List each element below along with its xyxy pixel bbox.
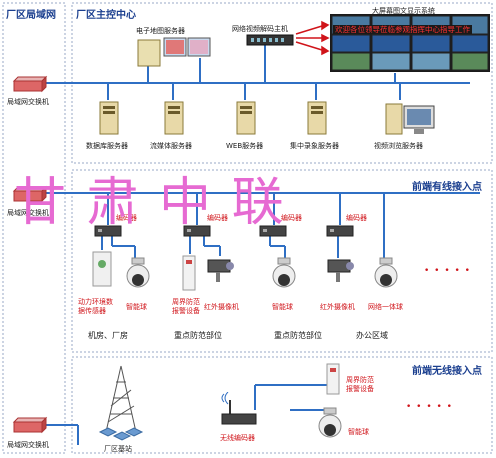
encoder-label-2: 编码器 — [281, 214, 302, 222]
switch-icon — [12, 185, 48, 203]
wall-text: 欢迎各位领导莅临参观指挥中心指导工作 — [333, 25, 472, 34]
device-label-1: 智能球 — [126, 303, 147, 311]
server-label-2: WEB服务器 — [226, 142, 264, 150]
wireless-title: 前端无线接入点 — [412, 366, 482, 377]
ir-camera-icon — [327, 259, 354, 282]
device-label-4: 智能球 — [272, 303, 293, 311]
network-lines — [30, 44, 480, 445]
switch-icon — [12, 75, 48, 93]
device-label-2: 周界防范 报警设备 — [172, 298, 200, 315]
media-server-icon — [164, 101, 184, 135]
encoder-icon — [94, 225, 122, 237]
env-sensor-icon — [92, 251, 112, 287]
wireless-dome-icon — [318, 407, 342, 438]
lan-title: 厂区局域网 — [6, 10, 56, 21]
ellipsis-wireless: • • • • • — [406, 402, 453, 412]
device-label-3: 红外摄像机 — [204, 303, 239, 311]
encoder-icon — [326, 225, 354, 237]
center-title: 厂区主控中心 — [76, 10, 136, 21]
device-label-6: 网络一体球 — [368, 303, 403, 311]
map-server-label: 电子地图服务器 — [136, 27, 185, 35]
wireless-alarm-icon — [326, 363, 340, 395]
zone-label-1: 重点防范部位 — [174, 331, 222, 340]
decoder-label: 网络视频解码主机 — [232, 25, 288, 33]
encoder-label-1: 编码器 — [207, 214, 228, 222]
decoder-icon — [246, 34, 294, 46]
network-dome-icon — [374, 257, 398, 288]
video-browse-server-icon — [385, 103, 435, 135]
zone-label-2: 重点防范部位 — [274, 331, 322, 340]
alarm-device-icon — [182, 255, 196, 291]
switch-icon — [12, 416, 48, 434]
database-server-icon — [99, 101, 119, 135]
wireless-encoder-label: 无线编码器 — [220, 434, 255, 442]
server-label-0: 数据库服务器 — [86, 142, 128, 150]
wired-title: 前端有线接入点 — [412, 182, 482, 193]
encoder-label-0: 编码器 — [116, 214, 137, 222]
wall-arrows — [295, 20, 330, 56]
device-label-0: 动力环境数 据传感器 — [78, 298, 113, 315]
wireless-dome-label: 智能球 — [348, 428, 369, 436]
server-label-3: 集中录象服务器 — [290, 142, 339, 150]
base-station-icon — [98, 365, 144, 441]
encoder-icon — [183, 225, 211, 237]
zone-label-3: 办公区域 — [356, 331, 388, 340]
base-station-label: 厂区基站 — [104, 445, 132, 453]
wall-title: 大屏幕图文显示系统 — [372, 7, 435, 15]
zone-label-0: 机房、厂房 — [88, 331, 128, 340]
device-label-5: 红外摄像机 — [320, 303, 355, 311]
wireless-encoder-icon — [221, 392, 257, 425]
watermark-text: 甘 肃 中 联 — [14, 173, 286, 233]
video-wall-icon — [330, 14, 490, 72]
dome-camera-icon — [272, 257, 296, 288]
encoder-label-3: 编码器 — [346, 214, 367, 222]
encoder-icon — [259, 225, 287, 237]
server-label-1: 流媒体服务器 — [150, 142, 192, 150]
record-server-icon — [307, 101, 327, 135]
switch-label-3: 局域网交换机 — [7, 441, 49, 449]
dome-camera-icon — [126, 257, 150, 288]
web-server-icon — [236, 101, 256, 135]
server-label-4: 视频浏览服务器 — [374, 142, 423, 150]
switch-label-2: 局域网交换机 — [7, 209, 49, 217]
map-server-icon — [137, 37, 211, 67]
wireless-alarm-label: 周界防范 报警设备 — [346, 376, 374, 393]
switch-label-1: 局域网交换机 — [7, 98, 49, 106]
ellipsis-wired: • • • • • — [424, 266, 471, 276]
ir-camera-icon — [207, 259, 234, 282]
